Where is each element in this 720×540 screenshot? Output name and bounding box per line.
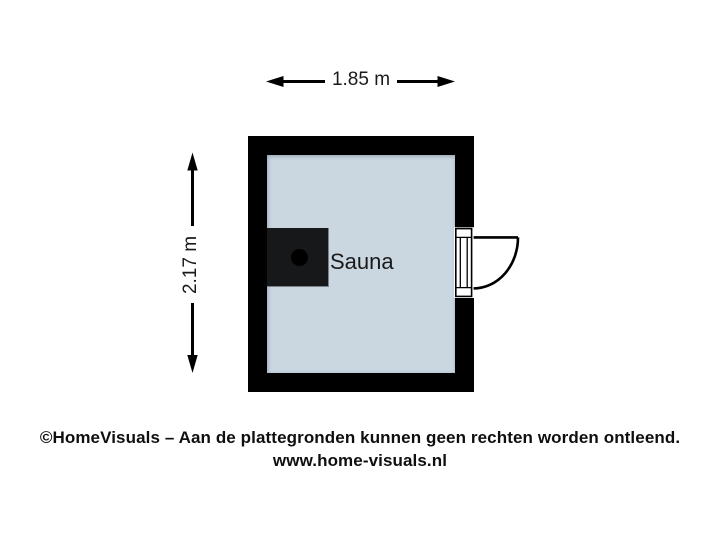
arrowhead-up-icon (187, 152, 198, 171)
stove-burner-icon (291, 249, 308, 266)
height-dimension-label: 2.17 m (179, 226, 203, 303)
arrowhead-right-icon (437, 76, 455, 87)
watermark: ©HomeVisuals – Aan de plattegronden kunn… (0, 427, 720, 472)
height-dimension-text: 2.17 m (180, 235, 201, 294)
width-dimension-text: 1.85 m (331, 68, 391, 90)
watermark-line2: www.home-visuals.nl (272, 450, 448, 470)
door-swing-arc (473, 237, 520, 290)
width-dimension-label: 1.85 m (325, 66, 397, 93)
watermark-line1: ©HomeVisuals – Aan de plattegronden kunn… (39, 428, 681, 447)
door-frame (454, 227, 473, 298)
arrowhead-down-icon (187, 355, 198, 373)
door (454, 227, 520, 298)
sauna-stove (267, 228, 329, 287)
arrowhead-left-icon (266, 76, 284, 87)
room-name-label: Sauna (330, 249, 394, 274)
